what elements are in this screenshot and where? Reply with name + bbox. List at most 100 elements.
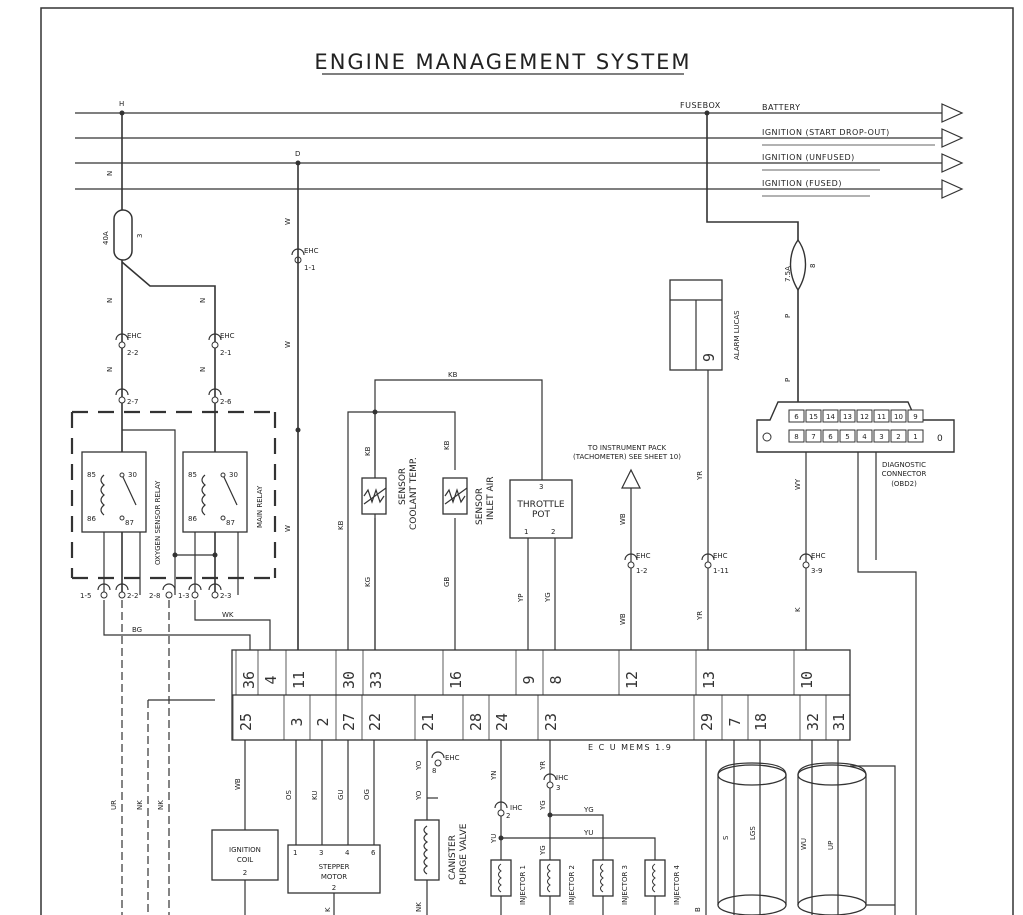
- wire-label-up: UP: [827, 841, 835, 850]
- wire-label-kb-top: KB: [448, 371, 458, 379]
- wire-label-os: OS: [285, 789, 293, 800]
- wire-label-k-1: K: [794, 607, 802, 612]
- oxy-relay-label: OXYGEN SENSOR RELAY: [154, 480, 162, 565]
- ecu-bottom-pin-21: 21: [419, 713, 437, 731]
- oxy-relay-pin-86: 86: [87, 515, 96, 523]
- inlet-sensor-label-2: INLET AIR: [486, 476, 496, 520]
- wire-label-nk-2: NK: [157, 800, 165, 810]
- wire-label-k-2: K: [324, 907, 332, 912]
- ecu-top-pin-13: 13: [700, 671, 718, 689]
- instrument-label-2: (TACHOMETER) SEE SHEET 10): [573, 453, 681, 461]
- stepper-pin-4: 4: [345, 849, 350, 857]
- conn-ehc-label-c: EHC: [304, 247, 319, 255]
- wire-label-bg: BG: [132, 626, 142, 634]
- ecu-top-pin-12: 12: [623, 671, 641, 689]
- obd-top-pin-15: 15: [809, 413, 818, 421]
- obd-bottom-pin-3: 3: [879, 433, 883, 441]
- wire-label-n-5: N: [199, 367, 207, 372]
- wire-label-w-1: W: [284, 218, 292, 225]
- conn-ehc-label-b: EHC: [220, 332, 235, 340]
- rail-label-ign-start: IGNITION (START DROP-OUT): [762, 128, 890, 137]
- conn-ehc-8-label: 8: [432, 767, 436, 775]
- rail-label-ign-fused: IGNITION (FUSED): [762, 179, 842, 188]
- conn-2-7-label: 2-7: [127, 398, 138, 406]
- ecu-top-pin-16: 16: [447, 671, 465, 689]
- diag-label-1: DIAGNOSTIC: [882, 461, 926, 469]
- ecu-bottom-pin-27: 27: [340, 713, 358, 731]
- wire-label-yr-3: YR: [539, 761, 547, 771]
- injector-1: INJECTOR 1: [490, 859, 527, 915]
- ecu-bottom-pin-32: 32: [804, 713, 822, 731]
- tap-label-d: D: [295, 150, 300, 158]
- conn-3-9-label: 3-9: [811, 567, 822, 575]
- alarm-lucas: 9 ALARM LUCAS YR YR EHC 1-11: [669, 279, 741, 650]
- fuse-7-5a-rating: 7.5A: [784, 266, 792, 282]
- fuse-40a-number: 3: [136, 234, 144, 238]
- wire-label-n-4: N: [106, 367, 114, 372]
- obd-bottom-pin-2: 2: [896, 433, 900, 441]
- canister-purge-valve: YO EHC 8 YO CANISTER PURGE VALVE NK: [414, 740, 469, 915]
- wire-label-kb-3: KB: [337, 520, 345, 530]
- obd-end-right: 0: [937, 434, 943, 444]
- obd-top-pin-14: 14: [826, 413, 835, 421]
- main-relay-label: MAIN RELAY: [256, 485, 264, 528]
- relay-conn-2-8: 2-8: [149, 592, 160, 600]
- relay-enclosure: [70, 410, 277, 580]
- injector-2: INJECTOR 2: [539, 859, 576, 915]
- wire-label-yo-2: YO: [415, 790, 423, 801]
- ecu-top-pin-10: 10: [798, 671, 816, 689]
- obd-bottom-pin-5: 5: [845, 433, 849, 441]
- injector-3: INJECTOR 3: [592, 859, 629, 915]
- conn-ihc-label-b: IHC: [556, 774, 568, 782]
- wire-label-yu-1: YU: [490, 834, 498, 844]
- relay-conn-1-3: 1-3: [178, 592, 189, 600]
- fusebox-label: FUSEBOX: [680, 101, 721, 110]
- injector-label-3: INJECTOR 3: [621, 865, 629, 905]
- ecu-bottom-pin-23: 23: [542, 713, 560, 731]
- coolant-sensor-label-2: COOLANT TEMP.: [409, 457, 419, 530]
- wire-label-gu: GU: [337, 789, 345, 800]
- wire-label-wb-3: WB: [234, 778, 242, 790]
- obd-top-pin-9: 9: [913, 413, 917, 421]
- conn-1-1-label: 1-1: [304, 264, 315, 272]
- obd-bottom-pin-7: 7: [811, 433, 815, 441]
- ecu-bottom-pin-24: 24: [493, 713, 511, 731]
- main-relay-pin-87: 87: [226, 519, 235, 527]
- conn-2-6-label: 2-6: [220, 398, 232, 406]
- obd-top-pin-12: 12: [860, 413, 869, 421]
- oxy-relay-pin-85: 85: [87, 471, 96, 479]
- alarm-label: ALARM LUCAS: [733, 310, 741, 360]
- main-fuse-branch: N 40A 3 N N N N: [102, 113, 216, 595]
- wire-label-s: S: [722, 835, 730, 840]
- rail-label-battery: BATTERY: [762, 103, 800, 112]
- ecu-bottom-pin-18: 18: [752, 713, 770, 731]
- conn-2-1-label: 2-1: [220, 349, 231, 357]
- injector-wiring: YN 2 IHC YU YR IHC 3 YG YG YG YU: [490, 740, 656, 860]
- obd-bottom-pin-6: 6: [828, 433, 833, 441]
- throttle-pot: 3 THROTTLE POT 1 2 YP YG: [509, 479, 573, 650]
- main-relay-pin-86: 86: [188, 515, 197, 523]
- wire-label-yg-4: YG: [539, 845, 547, 856]
- injector-label-2: INJECTOR 2: [568, 865, 576, 905]
- canister-label-2: PURGE VALVE: [459, 823, 469, 885]
- ecu-top-pin-36: 36: [240, 671, 258, 689]
- alarm-pin-9: 9: [700, 353, 718, 362]
- wire-label-ur: UR: [110, 800, 118, 810]
- canister-label-1: CANISTER: [448, 835, 458, 880]
- wire-label-ku: KU: [311, 790, 319, 800]
- oxy-relay-pin-87: 87: [125, 519, 134, 527]
- throttle-pin-1: 1: [524, 528, 528, 536]
- wire-label-w-2: W: [284, 341, 292, 348]
- relay-bottom-connectors: 1-5 2-2 2-8 1-3 2-3: [80, 583, 231, 600]
- wire-label-yu-2: YU: [583, 829, 593, 837]
- wire-label-p-1: P: [784, 314, 792, 318]
- fuse-7-5a-number: 8: [809, 264, 817, 268]
- tap-label-h: H: [119, 100, 124, 108]
- wire-label-n-3: N: [199, 298, 207, 303]
- oxy-relay-pin-30: 30: [128, 471, 137, 479]
- ecu-bottom-pin-3: 3: [288, 717, 306, 726]
- main-relay: 85 30 86 87 MAIN RELAY: [182, 451, 264, 533]
